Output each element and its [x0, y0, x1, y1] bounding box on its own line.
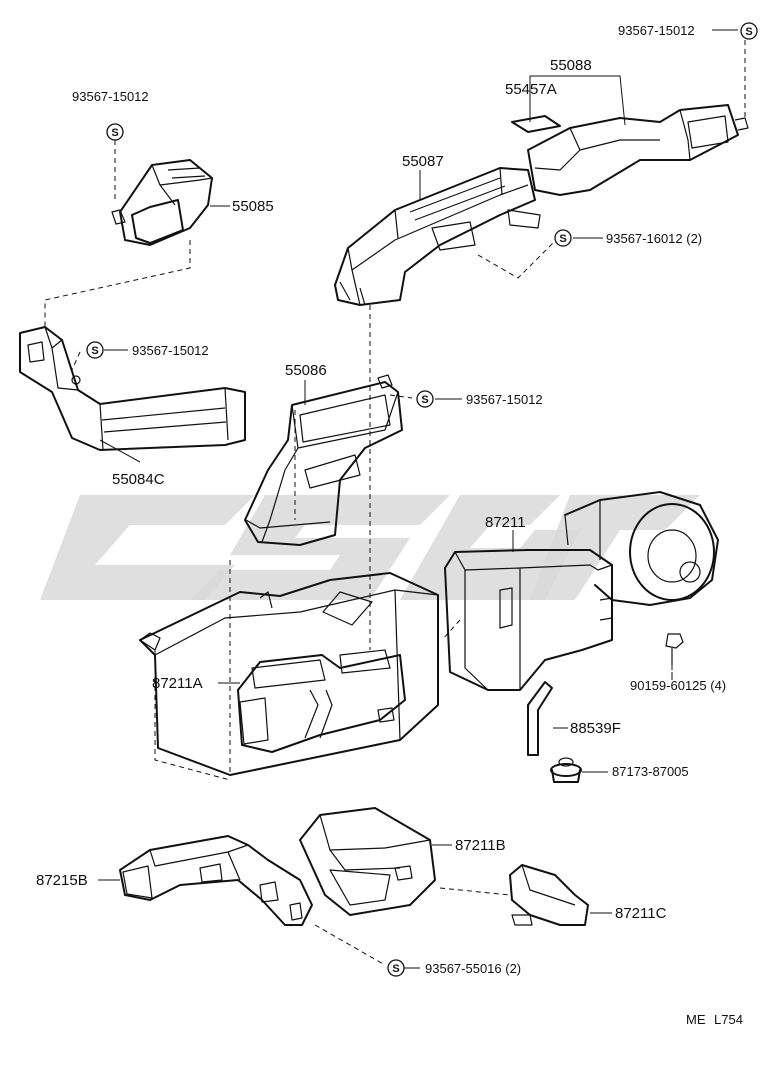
part-88539f	[527, 681, 553, 756]
label-55086: 55086	[285, 362, 327, 379]
label-screw-top-left: 93567-15012	[72, 89, 149, 104]
label-screw-top-right: 93567-15012	[618, 23, 695, 38]
label-screw-center: 93567-15012	[466, 392, 543, 407]
svg-text:S: S	[392, 963, 399, 975]
part-blower-motor	[564, 491, 719, 606]
part-55088	[527, 104, 749, 196]
label-87211a: 87211A	[152, 675, 203, 692]
svg-text:S: S	[421, 394, 428, 406]
label-55084c: 55084C	[112, 471, 165, 488]
part-55087	[334, 167, 541, 306]
label-55088: 55088	[550, 57, 592, 74]
footer-code: ME	[686, 1012, 706, 1027]
label-87211c: 87211C	[615, 905, 667, 922]
part-bolt-90159	[665, 633, 684, 665]
part-55084c	[19, 326, 246, 451]
footer-ref: L754	[714, 1012, 743, 1027]
part-87211c	[509, 864, 589, 926]
part-87211	[444, 549, 613, 691]
label-55087: 55087	[402, 153, 444, 170]
part-55457a	[511, 115, 561, 133]
svg-text:S: S	[91, 345, 98, 357]
label-87211b: 87211B	[455, 837, 506, 854]
part-55085	[111, 159, 213, 246]
screw-symbol-center: S	[416, 390, 434, 408]
part-87211a	[237, 649, 406, 753]
screw-symbol-left-mid: S	[86, 341, 104, 359]
label-87173: 87173-87005	[612, 764, 689, 779]
part-87173	[550, 757, 582, 783]
screw-symbol-top-left: S	[106, 123, 124, 141]
part-87215b	[119, 835, 313, 926]
label-87215b: 87215B	[36, 872, 88, 889]
part-labels: 93567-15012 55088 55457A 93567-15012 550…	[36, 23, 743, 1027]
label-screw-2-right: 93567-16012 (2)	[606, 231, 702, 246]
label-87211: 87211	[485, 514, 526, 531]
watermark-logo	[40, 495, 700, 600]
screw-symbol-top-right: S	[740, 22, 758, 40]
connection-lines	[44, 40, 746, 966]
label-55085: 55085	[232, 198, 274, 215]
label-bolt: 90159-60125 (4)	[630, 678, 726, 693]
label-screw-left-mid: 93567-15012	[132, 343, 209, 358]
part-87211b	[299, 807, 436, 916]
part-55086	[244, 374, 403, 546]
part-heater-unit	[139, 572, 439, 776]
svg-text:S: S	[745, 26, 752, 38]
svg-text:S: S	[559, 233, 566, 245]
screw-symbol-2-right: S	[554, 229, 572, 247]
svg-text:S: S	[111, 127, 118, 139]
label-88539f: 88539F	[570, 720, 621, 737]
label-55457a: 55457A	[505, 81, 557, 98]
screw-symbol-bottom: S	[387, 959, 405, 977]
leader-lines	[98, 29, 738, 969]
label-screw-bottom: 93567-55016 (2)	[425, 961, 521, 976]
